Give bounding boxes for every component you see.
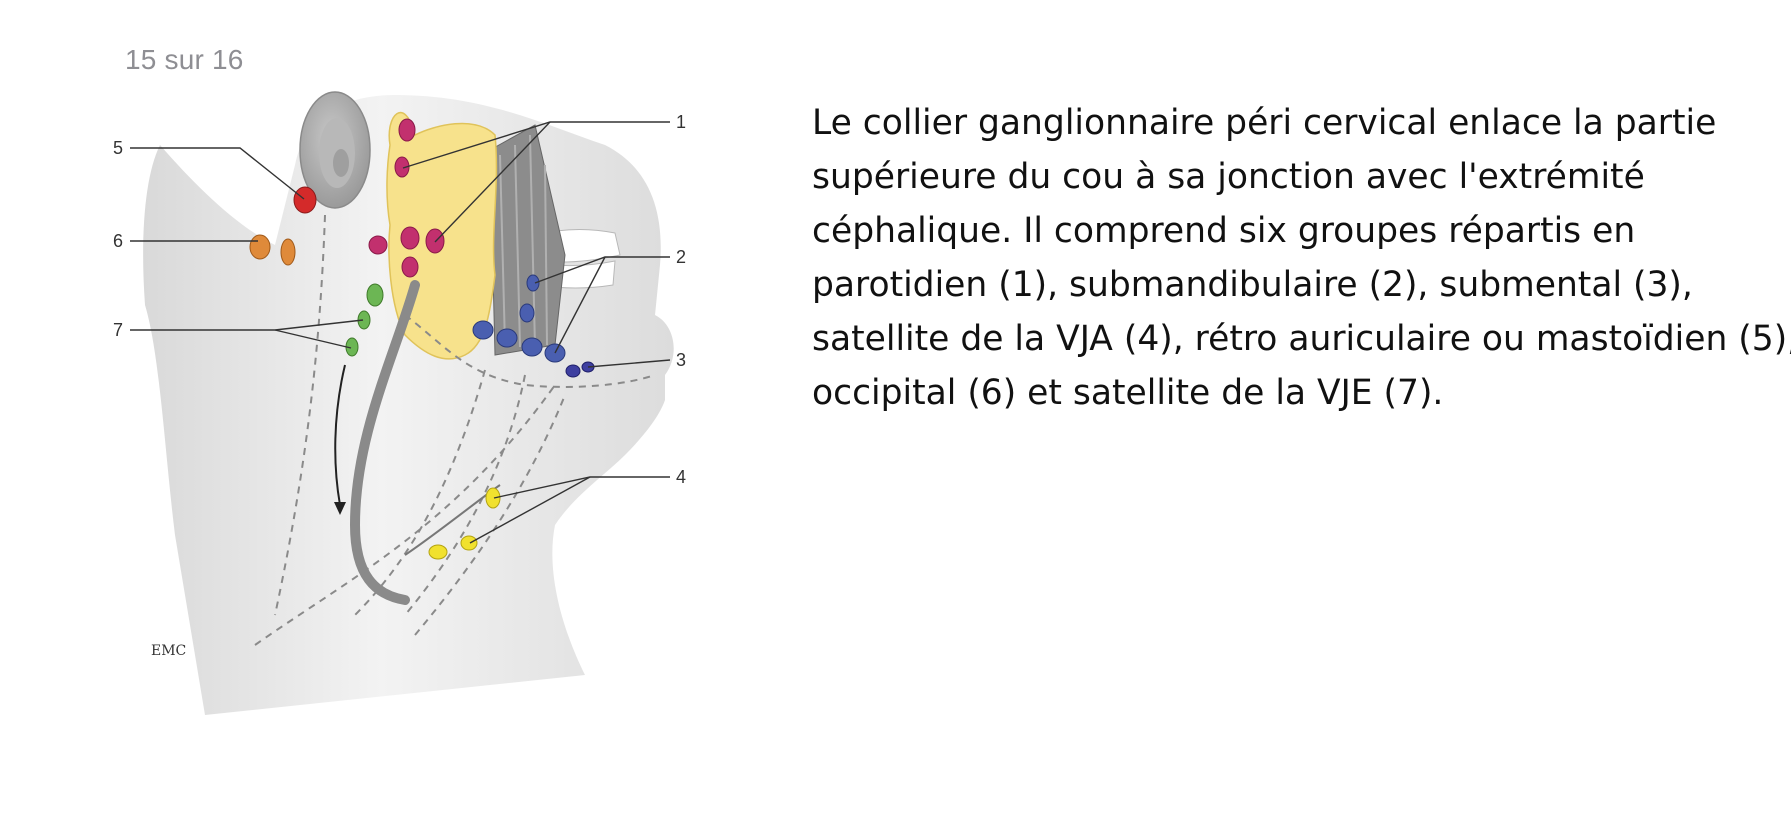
submental-nodes: [565, 361, 595, 378]
caption-line: parotidien (1), submandibulaire (2), sub…: [812, 265, 1693, 305]
callout-5: 5: [113, 138, 123, 158]
leader-lines: [130, 121, 671, 544]
anatomy-illustration: 1 2 3 4 5 6 7 EMC: [105, 55, 805, 775]
caption-line: satellite de la VJA (4), rétro auriculai…: [812, 319, 1791, 359]
callout-4: 4: [676, 467, 686, 487]
publisher-credit: EMC: [151, 643, 186, 659]
caption-line: occipital (6) et satellite de la VJE (7)…: [812, 373, 1444, 413]
flow-arrow: [334, 364, 346, 506]
callout-2: 2: [676, 247, 686, 267]
external-jugular-vein: [349, 280, 420, 605]
callout-3: 3: [676, 350, 686, 370]
page-counter: 15 sur 16: [125, 44, 244, 75]
mastoid-node: [293, 186, 317, 214]
callout-1: 1: [676, 112, 686, 132]
submandibular-nodes: [472, 274, 566, 363]
vja-nodes: [428, 487, 501, 560]
neck-lymph-nodes-diagram: 1 2 3 4 5 6 7 EMC: [113, 91, 686, 715]
callout-6: 6: [113, 231, 123, 251]
caption-line: Le collier ganglionnaire péri cervical e…: [812, 103, 1717, 143]
callout-7: 7: [113, 320, 123, 340]
vje-nodes: [345, 283, 384, 357]
caption-line: supérieure du cou à sa jonction avec l'e…: [812, 157, 1645, 197]
caption-text: Le collier ganglionnaire péri cervical e…: [812, 96, 1791, 420]
ear-icon: [299, 91, 371, 209]
caption-line: céphalique. Il comprend six groupes répa…: [812, 211, 1636, 251]
